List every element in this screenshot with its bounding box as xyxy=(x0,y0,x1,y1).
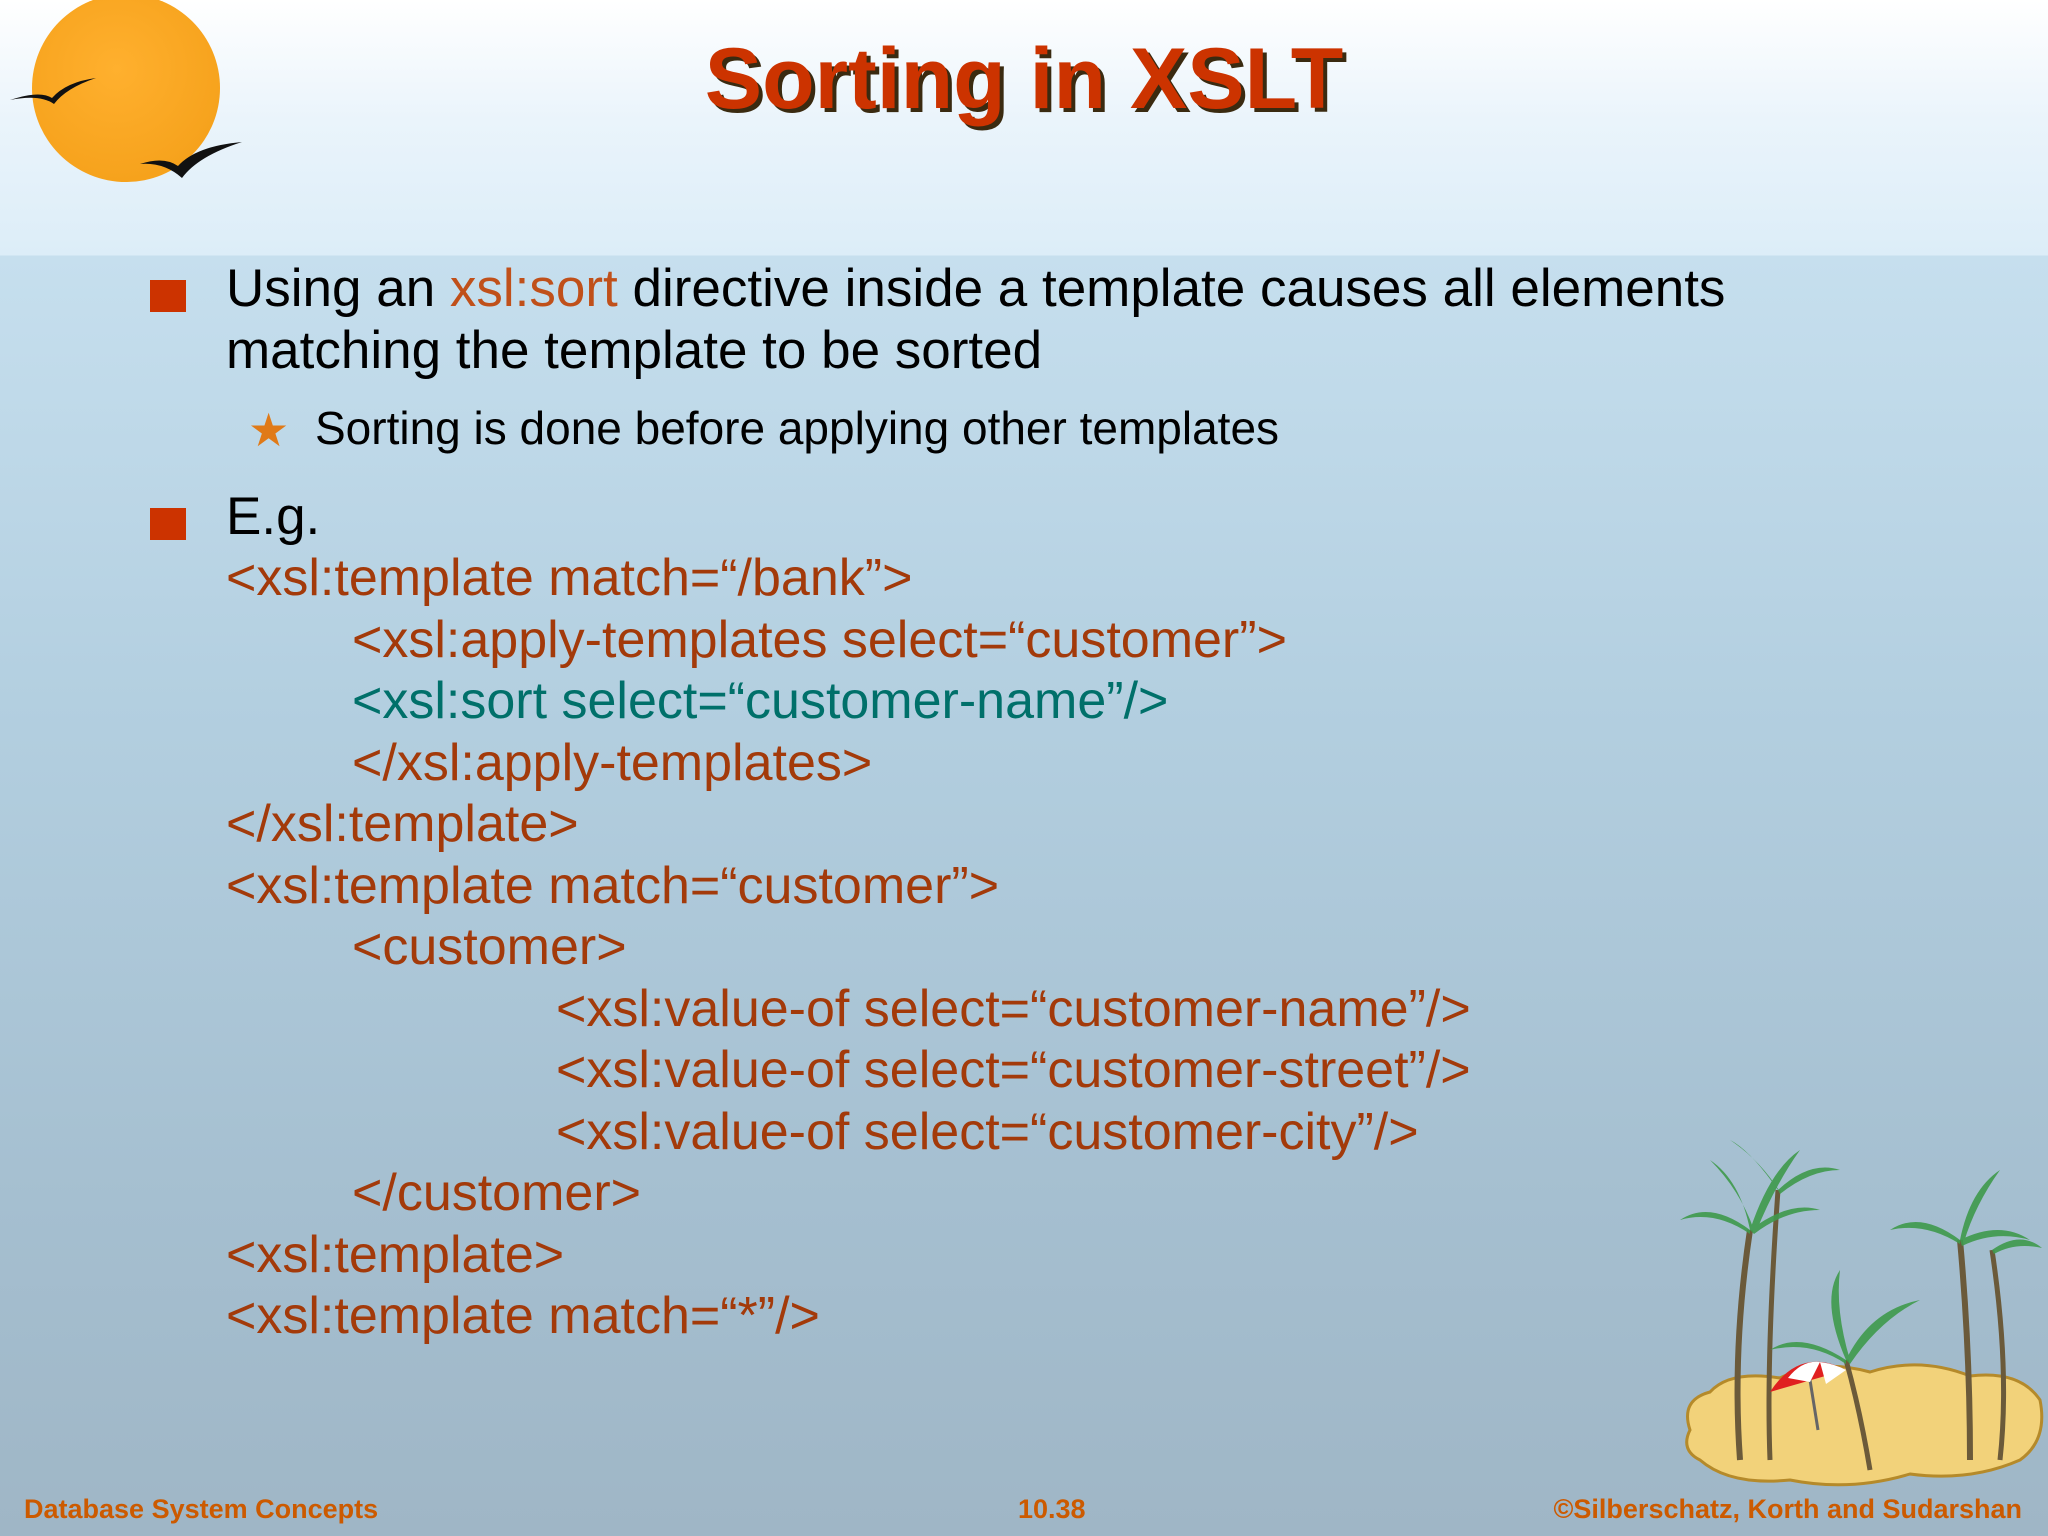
square-bullet-icon xyxy=(150,508,186,540)
code-line: </customer> xyxy=(352,1164,642,1222)
sub-bullet-item: ★ Sorting is done before applying other … xyxy=(148,398,1948,458)
bird-icon xyxy=(140,142,242,178)
palm-leaves-icon xyxy=(1680,1140,2042,1364)
palm-island-decoration xyxy=(1680,1140,2044,1487)
footer-copyright: ©Silberschatz, Korth and Sudarshan xyxy=(1553,1494,2022,1524)
slide-title: Sorting in XSLT xyxy=(704,31,1344,127)
slide-content: Using an xsl:sort directive inside a tem… xyxy=(148,258,1948,1348)
code-line-highlighted: <xsl:sort select=“customer-name”/> xyxy=(352,672,1169,730)
code-example: <xsl:template match=“/bank”><xsl:apply-t… xyxy=(226,548,1948,1348)
bullet-item: E.g. xyxy=(148,486,1948,548)
beach-umbrella-icon xyxy=(1770,1361,1846,1431)
code-line: <customer> xyxy=(352,918,627,976)
sub-bullet-text: Sorting is done before applying other te… xyxy=(315,402,1280,454)
code-line: <xsl:template match=“customer”> xyxy=(226,856,1000,915)
code-line: <xsl:value-of select=“customer-city”/> xyxy=(556,1102,1419,1161)
footer-book-title: Database System Concepts xyxy=(24,1494,379,1524)
bird-icon xyxy=(10,78,96,104)
sun-icon xyxy=(32,0,220,182)
code-line: <xsl:apply-templates select=“customer”> xyxy=(352,610,1287,669)
bullet-text: E.g. xyxy=(226,487,321,546)
bullet-text: Using an xyxy=(226,259,450,318)
code-line: <xsl:value-of select=“customer-street”/> xyxy=(556,1041,1471,1099)
code-line: <xsl:template match=“*”/> xyxy=(226,1287,820,1345)
code-line: <xsl:value-of select=“customer-name”/> xyxy=(556,979,1471,1038)
bullet-item: Using an xsl:sort directive inside a tem… xyxy=(148,258,1948,382)
code-line: <xsl:template match=“/bank”> xyxy=(226,549,913,607)
square-bullet-icon xyxy=(150,280,186,312)
code-line: <xsl:template> xyxy=(226,1225,565,1284)
bullet-highlight-term: xsl:sort xyxy=(449,259,618,318)
footer-page-number: 10.38 xyxy=(1018,1494,1086,1524)
code-line: </xsl:template> xyxy=(226,795,579,853)
sand-island-icon xyxy=(1685,1363,2044,1487)
code-line: </xsl:apply-templates> xyxy=(352,733,873,792)
star-bullet-icon: ★ xyxy=(248,404,290,456)
sun-with-birds-decoration xyxy=(10,0,242,182)
bullet-text: directive inside a template causes all e… xyxy=(226,259,1726,380)
